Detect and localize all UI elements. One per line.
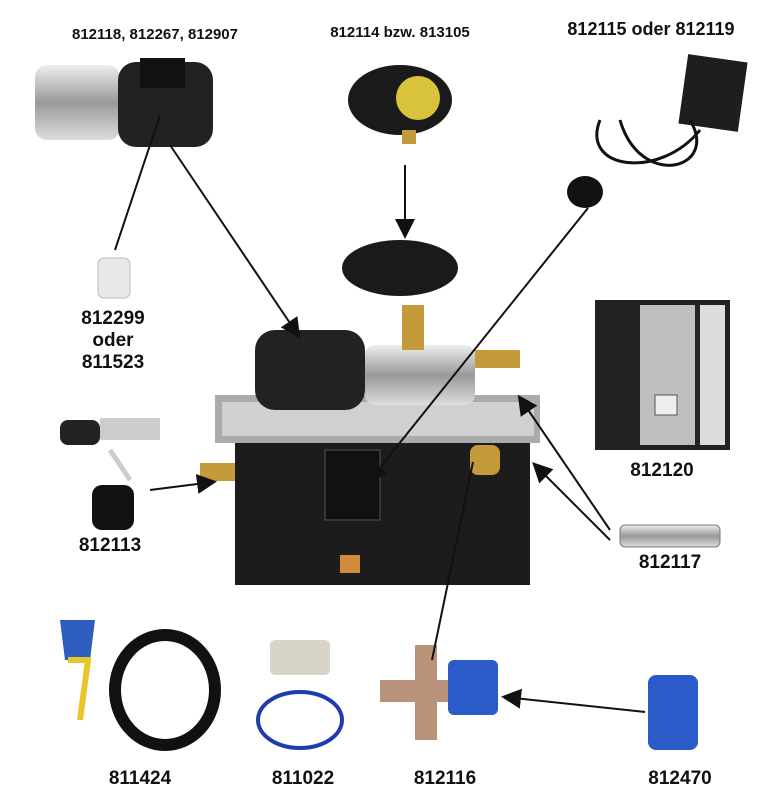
pump-image bbox=[35, 58, 213, 147]
label-sensor: 811022 bbox=[271, 768, 335, 789]
label-control: 812115 oder 812119 bbox=[567, 19, 735, 39]
float-switch-image bbox=[60, 620, 221, 751]
leader-lines bbox=[114, 114, 646, 713]
label-float-valve: 812113 bbox=[78, 535, 142, 556]
label-capacitor-line3: 811523 bbox=[81, 352, 145, 373]
float-valve-image bbox=[60, 418, 160, 530]
main-assembly-image bbox=[200, 240, 540, 585]
label-valve: 812116 bbox=[413, 768, 477, 789]
valve-image bbox=[380, 645, 498, 740]
label-pump: 812118, 812267, 812907 bbox=[71, 26, 239, 43]
control-box-image bbox=[567, 54, 748, 208]
pressure-switch-image bbox=[348, 65, 452, 144]
actuator-image bbox=[648, 675, 698, 750]
label-pressure-switch: 812114 bzw. 813105 bbox=[330, 24, 470, 41]
label-controller-unit: 812120 bbox=[630, 460, 694, 481]
label-capacitor-line1: 812299 bbox=[81, 308, 145, 329]
sensor-image bbox=[256, 640, 344, 750]
label-capacitor-line2: oder bbox=[92, 330, 134, 351]
label-float-switch: 811424 bbox=[108, 768, 172, 789]
label-hose: 812117 bbox=[638, 552, 702, 573]
capacitor-image bbox=[97, 257, 131, 299]
label-capacitor: 812299 oder 811523 bbox=[81, 308, 144, 374]
controller-unit-image bbox=[595, 300, 730, 450]
hose-image bbox=[619, 524, 721, 548]
label-actuator: 812470 bbox=[648, 768, 712, 789]
